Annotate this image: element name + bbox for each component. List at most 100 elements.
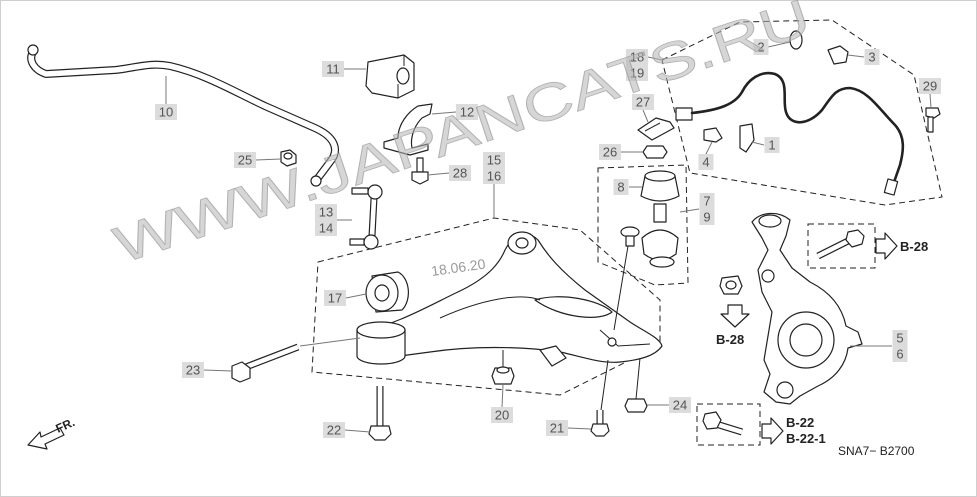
callout-28[interactable]: 28 [449, 165, 471, 181]
callout-17[interactable]: 17 [324, 290, 346, 306]
callout-box [699, 209, 715, 225]
ball-joint-body-7 [641, 229, 679, 261]
harness-clip-4 [703, 127, 723, 143]
callout-label: 19 [630, 66, 644, 81]
bushing-body [365, 54, 415, 99]
callout-box [669, 397, 691, 413]
callout-box [632, 94, 654, 110]
b28-bolt-outline [807, 223, 876, 269]
callout-2[interactable]: 2 [753, 39, 769, 55]
reference-b22[interactable]: B-22 B-22-1 [761, 415, 826, 446]
leader-23 [203, 369, 233, 372]
callout-label: 28 [453, 166, 467, 181]
callout-13[interactable]: 13 [315, 204, 337, 220]
bushing-edges [397, 55, 405, 98]
callout-label: 18 [630, 50, 644, 65]
front-bushing-top [356, 321, 406, 339]
callout-4[interactable]: 4 [698, 154, 714, 170]
callout-box [324, 290, 346, 306]
callout-18[interactable]: 18 [626, 49, 648, 65]
callout-label: 25 [238, 153, 252, 168]
callout-27[interactable]: 27 [632, 94, 654, 110]
bolt-23 [231, 337, 361, 383]
arm-cutout [534, 296, 613, 318]
callout-label: 15 [487, 153, 501, 168]
leader-22 [344, 429, 371, 433]
callout-15[interactable]: 15 [483, 152, 505, 168]
callout-box [546, 420, 568, 436]
knuckle-flange-nut [719, 275, 743, 295]
callout-box [626, 65, 648, 81]
reference-b28-upper[interactable]: B-28 [875, 232, 928, 260]
callout-5[interactable]: 5 [892, 330, 908, 346]
callout-9[interactable]: 9 [699, 209, 715, 225]
callout-22[interactable]: 22 [323, 422, 345, 438]
callout-25[interactable]: 25 [234, 152, 256, 168]
callout-label: 3 [868, 50, 875, 65]
callout-3[interactable]: 3 [864, 49, 880, 65]
callout-10[interactable]: 10 [155, 104, 177, 120]
callout-12[interactable]: 12 [456, 104, 478, 120]
callout-box [449, 165, 471, 181]
bracket-3 [827, 45, 849, 65]
reference-label-sub: B-22-1 [786, 431, 826, 446]
leader-12 [431, 111, 457, 115]
rear-bushing-17 [365, 271, 409, 313]
bolt-29-thread [927, 116, 934, 133]
callout-29[interactable]: 29 [919, 78, 941, 94]
bolt-23-axis [299, 337, 361, 347]
reference-label: B-28 [900, 239, 928, 254]
callout-1[interactable]: 1 [764, 137, 780, 153]
callout-20[interactable]: 20 [491, 407, 513, 423]
b22-bolt-head [702, 411, 722, 430]
bolt-head [411, 171, 429, 185]
callout-26[interactable]: 26 [599, 144, 621, 160]
callout-21[interactable]: 21 [546, 420, 568, 436]
leader-18 [647, 56, 663, 61]
callout-23[interactable]: 23 [182, 362, 204, 378]
callout-24[interactable]: 24 [669, 397, 691, 413]
knuckle-arm-hole [761, 269, 775, 283]
leader-27 [642, 109, 649, 123]
callout-box [491, 407, 513, 423]
diagram-code: SNA7− B2700 [838, 444, 915, 458]
callout-14[interactable]: 14 [315, 220, 337, 236]
reference-b28-lower[interactable]: B-28 [716, 304, 750, 347]
callout-box [599, 144, 621, 160]
bolt-22 [368, 386, 392, 441]
callout-16[interactable]: 16 [483, 168, 505, 184]
right-arrow-icon [875, 232, 898, 260]
harness-clip-1 [739, 123, 755, 153]
callout-11[interactable]: 11 [322, 61, 344, 77]
sensor-group-outline [661, 19, 943, 206]
knuckle-upper-boss [758, 214, 782, 228]
callout-label: 27 [636, 95, 650, 110]
down-arrow-icon [720, 304, 750, 328]
link-rod-fill [369, 197, 377, 237]
callout-box [456, 104, 478, 120]
callout-label: 17 [328, 291, 342, 306]
callout-label: 5 [896, 331, 903, 346]
callout-label: 12 [460, 105, 474, 120]
callout-box [315, 204, 337, 220]
callout-6[interactable]: 6 [892, 346, 908, 362]
callout-19[interactable]: 19 [626, 65, 648, 81]
callout-8[interactable]: 8 [613, 179, 629, 195]
callout-box [322, 61, 344, 77]
lower-control-arm [357, 231, 663, 367]
leader-lines [165, 41, 932, 433]
bushing-slot [396, 67, 410, 85]
stabilizer-bar-right-eye [310, 175, 322, 187]
callout-label: 9 [703, 210, 710, 225]
callout-box [699, 193, 715, 209]
callout-label: 10 [159, 105, 173, 120]
bolt-23-shank-fill [245, 344, 299, 370]
front-bushing [356, 321, 406, 365]
steering-knuckle [751, 212, 863, 405]
arm-lower-tab [539, 345, 567, 367]
knuckle-lower-boss [776, 381, 794, 399]
nut-24-axis [635, 357, 641, 400]
flange-nut-25 [280, 149, 297, 167]
callout-7[interactable]: 7 [699, 193, 715, 209]
callout-label: 21 [550, 421, 564, 436]
